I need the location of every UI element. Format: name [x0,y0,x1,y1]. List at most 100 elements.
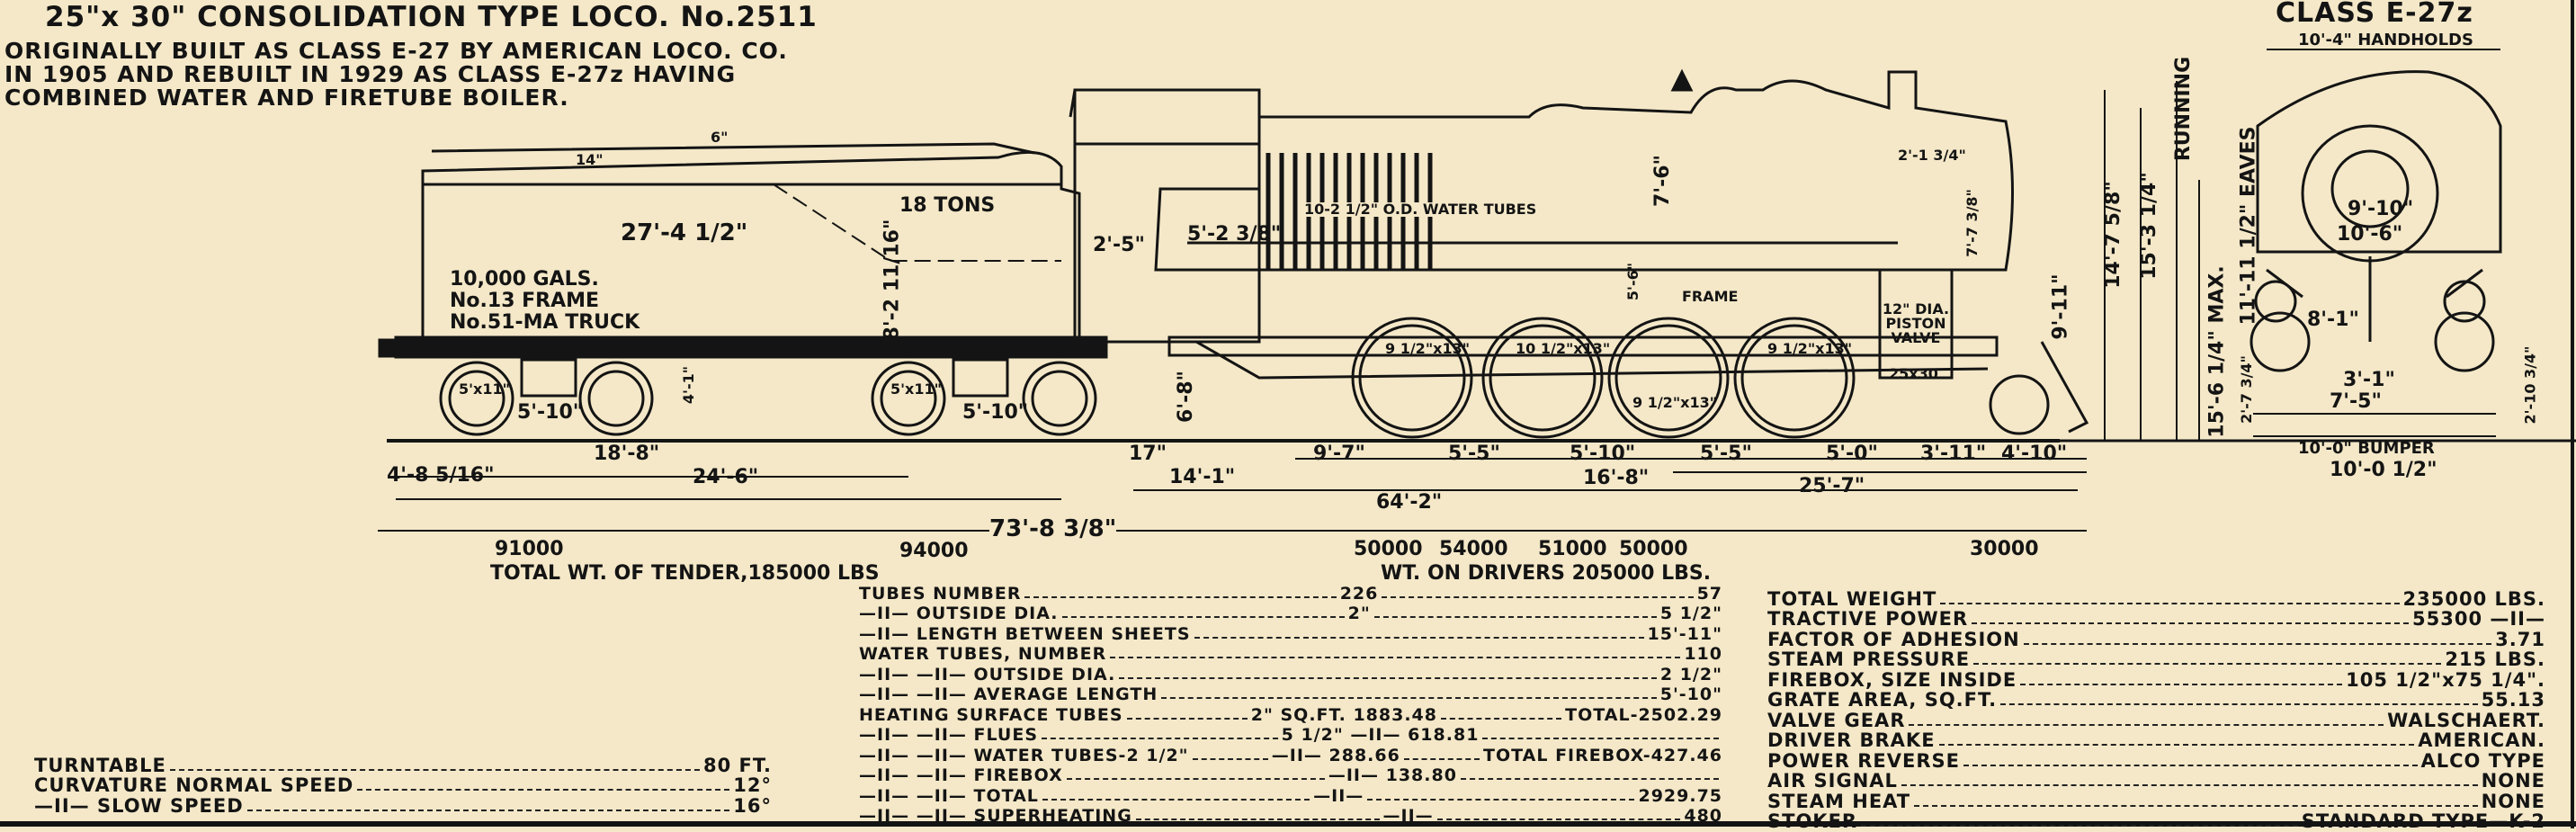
spec-label: TUBES NUMBER [859,584,1021,604]
spec-value: 105 1/2"x75 1/4". [2346,669,2545,691]
cylinder-label: 25x30 [1889,367,1938,381]
drivers-total-weight: WT. ON DRIVERS 205000 LBS. [1381,564,1711,584]
dim-64-2: 64'-2" [1376,493,1442,513]
tender-frame: No.13 FRAME [450,291,599,311]
boiler-specs: TUBES NUMBER 226 57 —II— OUTSIDE DIA. 2" 5 1… [859,583,1722,826]
spec-row: AIR SIGNAL NONE [1767,772,2545,792]
spec-value: TOTAL FIREBOX-427.46 [1483,746,1722,765]
height-eaves: 11'-11 1/2" EAVES [2240,127,2259,326]
spec-value: 5'-10" [1660,684,1722,704]
spec-label: TURNTABLE [34,755,166,776]
spec-row: —II— —II— SUPERHEATING—II—480 [859,806,1722,827]
front-width: 10'-6" [2337,225,2402,245]
tender-total-weight: TOTAL WT. OF TENDER,185000 LBS [490,564,880,584]
leader-line [1161,697,1656,699]
leader-line [1437,819,1681,820]
height-max: 15'-6 1/4" MAX. [2208,265,2228,437]
leader-line [2024,643,2491,645]
weight-driver-3: 51000 [1538,540,1607,559]
drawing-title: 25"x 30" CONSOLIDATION TYPE LOCO. No.251… [45,4,818,31]
spec-label: STEAM PRESSURE [1767,649,1970,670]
leader-line [1042,799,1310,801]
spec-value: NONE [2482,791,2545,812]
spec-label: STOKER [1767,810,1857,832]
spec-value: 226 [1340,584,1379,604]
spec-value: 57 [1697,584,1722,604]
drop-dim: 6'-8" [1176,371,1196,423]
dim-5-10: 5'-10" [1570,444,1635,464]
spec-label: HEATING SURFACE TUBES [859,705,1123,725]
leader-line [1367,799,1634,801]
front-overall: 10'-0 1/2" [2330,461,2437,480]
weight-pilot: 30000 [1970,540,2039,559]
spec-value: 2" SQ.FT. 1883.48 [1251,705,1437,725]
dim-5-5-b: 5'-5" [1700,444,1752,464]
dim-18-8: 18'-8" [594,444,659,464]
leader-line [1963,765,2418,766]
spec-value: 110 [1684,644,1722,664]
dim-4-10: 4'-10" [2001,444,2067,464]
leader-line [1024,596,1336,598]
spec-value: 15'-11" [1648,624,1722,644]
dim-5-5-a: 5'-5" [1448,444,1500,464]
spec-value: 480 [1684,806,1722,826]
spec-value: NONE [2482,770,2545,792]
leader-line [1382,596,1693,598]
dim-4-8: 4'-8 5/16" [387,466,495,486]
spec-row: GRATE AREA, SQ.FT.55.13 [1767,691,2545,711]
driver-2-label: 10 1/2"x13" [1516,342,1610,356]
spec-value: 235000 LBS. [2403,588,2545,610]
spec-value: —II— 138.80 [1328,765,1457,785]
spec-label: TOTAL WEIGHT [1767,588,1936,610]
spec-label: —II— OUTSIDE DIA. [859,604,1059,623]
tender-water-capacity: 10,000 GALS. [450,270,599,290]
spec-value: TOTAL-2502.29 [1565,705,1722,725]
spec-value: 55300 —II— [2412,608,2545,630]
smokebox-height-dim: 7'-7 3/8" [1965,189,1980,257]
spec-value: 5 1/2" —II— 618.81 [1282,725,1480,745]
weight-tender-front: 91000 [495,540,564,559]
leader-line [1193,758,1268,760]
spec-value: 2" [1348,604,1371,623]
spec-row: —II— —II— OUTSIDE DIA.2 1/2" [859,664,1722,684]
boiler-height-dim: 7'-6" [1653,155,1673,207]
tender-truck: No.51-MA TRUCK [450,313,640,333]
dim-9-7: 9'-7" [1313,444,1365,464]
leader-line [1909,724,2384,726]
leader-line [357,789,729,791]
spec-label: CURVATURE NORMAL SPEED [34,774,353,796]
leader-line [1939,744,2415,746]
spec-label: —II— —II— FIREBOX [859,765,1063,785]
water-tubes-label: 10-2 1/2" O.D. WATER TUBES [1304,202,1536,217]
leader-line [1861,825,2298,827]
leader-line [1482,738,1719,739]
front-cylinder: 8'-1" [2307,310,2359,330]
spec-row: FIREBOX, SIZE INSIDE 105 1/2"x75 1/4". [1767,670,2545,691]
dim-17: 17" [1129,444,1167,464]
leader-line [1441,718,1561,720]
spec-value: 3.71 [2495,629,2545,650]
spec-label: —II— —II— SUPERHEATING [859,806,1132,826]
spec-label: AIR SIGNAL [1767,770,1898,792]
spec-row: HEATING SURFACE TUBES 2" SQ.FT. 1883.48 TO… [859,704,1722,725]
leader-line [1042,738,1278,739]
tender-top-dim: 14" [576,153,604,167]
spec-row: —II— OUTSIDE DIA.2"5 1/2" [859,604,1722,624]
leader-line [1901,784,2478,786]
front-height-right: 2'-10 3/4" [2523,346,2537,425]
leader-line [1127,718,1248,720]
spec-label: —II— —II— OUTSIDE DIA. [859,665,1115,684]
spec-label: FIREBOX, SIZE INSIDE [1767,669,2017,691]
